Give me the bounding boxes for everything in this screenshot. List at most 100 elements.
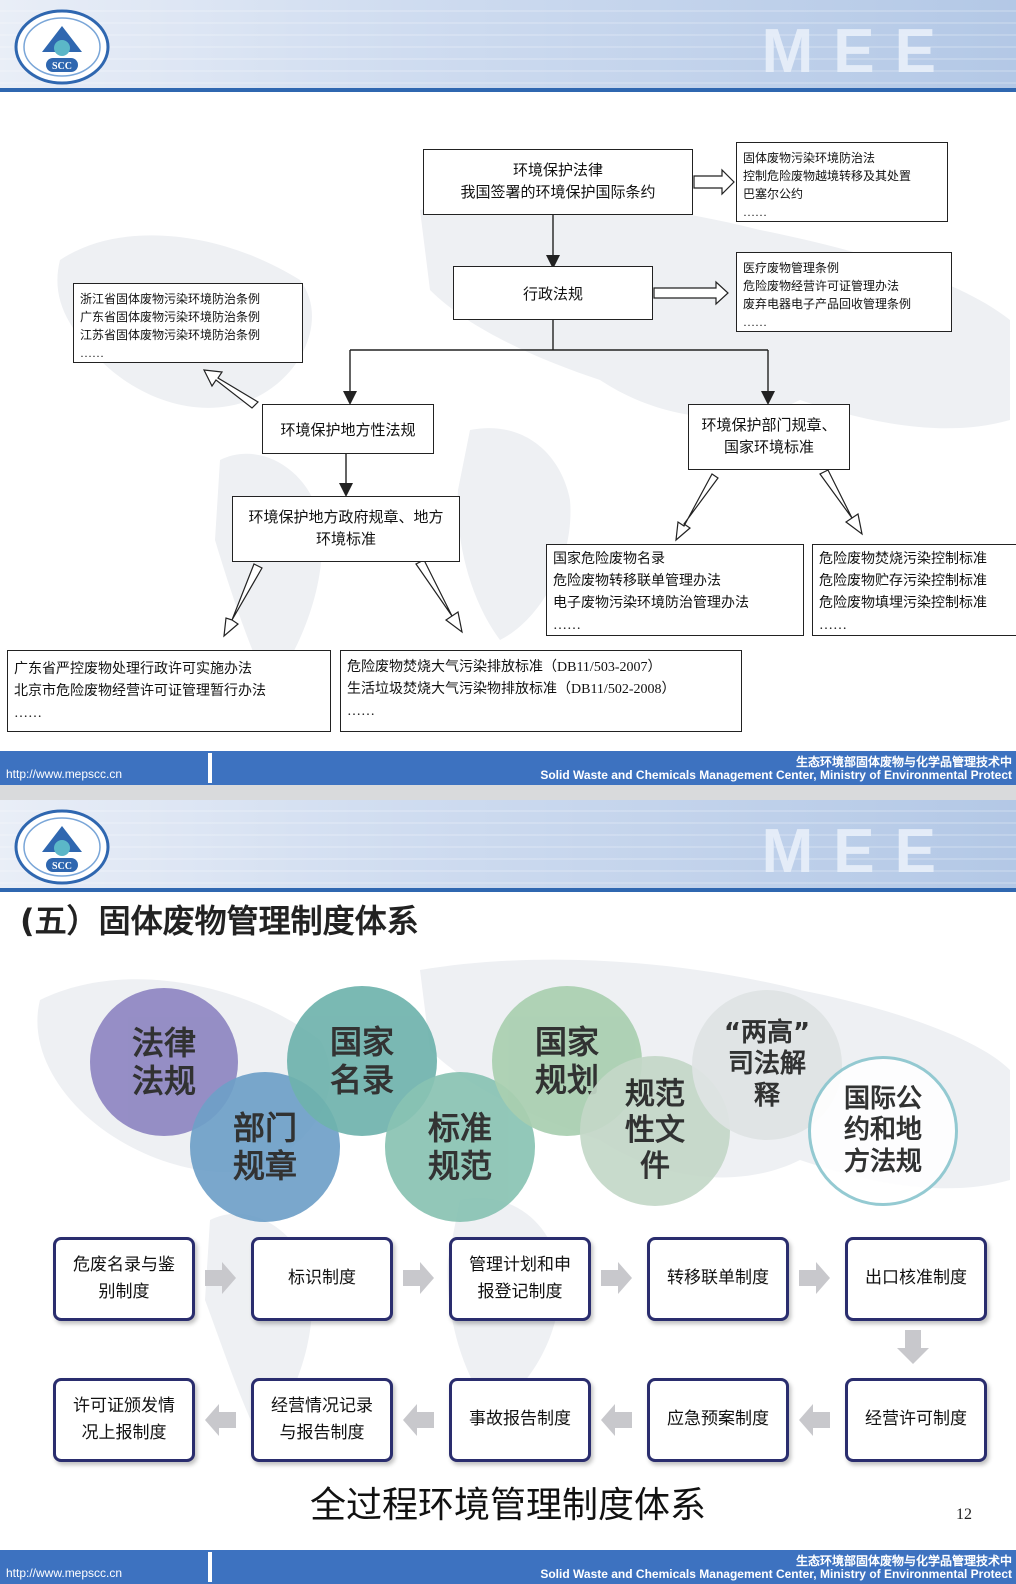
footer-org-en: Solid Waste and Chemicals Management Cen… bbox=[540, 768, 1012, 782]
box-line: …… bbox=[553, 618, 581, 633]
step-permit-reporting: 许可证颁发情 况上报制度 bbox=[53, 1378, 195, 1462]
page-number: 12 bbox=[956, 1506, 972, 1523]
local-standards-examples-box: 危险废物焚烧大气污染排放标准（DB11/503-2007） 生活垃圾焚烧大气污染… bbox=[340, 650, 742, 732]
box-line: 广东省固体废物污染环境防治条例 bbox=[80, 310, 261, 324]
box-line: 浙江省固体废物污染环境防治条例 bbox=[80, 292, 261, 306]
box-line: 控制危险废物越境转移及其处置 bbox=[743, 169, 912, 183]
logo-text: SCC bbox=[52, 861, 72, 872]
step-operating-license: 经营许可制度 bbox=[845, 1378, 987, 1462]
circle-line: 司法解 bbox=[727, 1049, 806, 1080]
step-line: 出口核准制度 bbox=[865, 1268, 967, 1289]
box-line: …… bbox=[743, 315, 767, 329]
local-government-rules-box: 环境保护地方政府规章、地方 环境标准 bbox=[232, 496, 460, 562]
circle-line: 规范 bbox=[625, 1077, 685, 1112]
step-line: 标识制度 bbox=[288, 1268, 356, 1289]
circle-line: 名录 bbox=[329, 1061, 394, 1099]
admin-examples-box: 医疗废物管理条例 危险废物经营许可证管理办法 废弃电器电子产品回收管理条例 …… bbox=[736, 252, 952, 332]
box-line: 国家环境标准 bbox=[723, 440, 814, 456]
logo-text: SCC bbox=[52, 61, 72, 72]
box-line: 危险废物贮存污染控制标准 bbox=[819, 574, 987, 589]
scc-logo-icon: SCC bbox=[14, 809, 110, 885]
scc-logo-icon: SCC bbox=[14, 9, 110, 85]
box-line: 行政法规 bbox=[522, 286, 583, 303]
box-line: 国家危险废物名录 bbox=[553, 552, 665, 567]
box-line: …… bbox=[743, 205, 767, 219]
step-operation-records: 经营情况记录 与报告制度 bbox=[251, 1378, 393, 1462]
footer-divider bbox=[208, 1552, 212, 1582]
circle-line: “两高” bbox=[723, 1018, 811, 1049]
circle-line: 标准 bbox=[427, 1108, 492, 1147]
step-line: 经营情况记录 bbox=[271, 1395, 373, 1416]
slide-legal-hierarchy: SCC MEE 环境保护法律 我国签署的环境 bbox=[0, 0, 1016, 785]
step-line: 经营许可制度 bbox=[865, 1409, 967, 1430]
header-band bbox=[0, 800, 1016, 892]
circle-judicial-interpretation: “两高” 司法解 释 bbox=[692, 990, 842, 1140]
box-line: 环境标准 bbox=[315, 532, 376, 548]
circle-line: 法规 bbox=[131, 1062, 196, 1100]
box-line: 环境保护地方政府规章、地方 bbox=[248, 510, 444, 526]
box-line: 我国签署的环境保护国际条约 bbox=[460, 185, 656, 201]
circle-line: 性文 bbox=[625, 1113, 685, 1148]
local-regulations-box: 环境保护地方性法规 bbox=[262, 404, 434, 454]
department-rules-examples-box: 国家危险废物名录 危险废物转移联单管理办法 电子废物污染环境防治管理办法 …… bbox=[546, 544, 804, 636]
circle-line: 国家 bbox=[329, 1022, 394, 1061]
environmental-law-box: 环境保护法律 我国签署的环境保护国际条约 bbox=[423, 149, 693, 215]
circle-line: 部门 bbox=[232, 1108, 297, 1147]
step-management-plan-registration: 管理计划和申 报登记制度 bbox=[449, 1237, 591, 1321]
box-line: 废弃电器电子产品回收管理条例 bbox=[743, 297, 912, 311]
step-line: 应急预案制度 bbox=[667, 1409, 769, 1430]
circle-line: 释 bbox=[753, 1080, 780, 1111]
mee-wordmark: MEE bbox=[761, 817, 956, 886]
step-line: 与报告制度 bbox=[279, 1423, 365, 1443]
header-band bbox=[0, 0, 1016, 92]
box-line: 环境保护法律 bbox=[512, 163, 603, 179]
box-line: 巴塞尔公约 bbox=[743, 187, 804, 201]
footer-bar: http://www.mepscc.cn 生态环境部固体废物与化学品管理技术中 … bbox=[0, 751, 1016, 785]
footer-divider bbox=[208, 753, 212, 783]
step-line: 转移联单制度 bbox=[667, 1268, 769, 1289]
box-line: …… bbox=[347, 704, 375, 719]
footer-org-cn: 生态环境部固体废物与化学品管理技术中 bbox=[795, 755, 1012, 769]
box-line: 北京市危险废物经营许可证管理暂行办法 bbox=[14, 684, 266, 699]
footer-org-cn: 生态环境部固体废物与化学品管理技术中 bbox=[795, 1554, 1012, 1568]
flow-connectors bbox=[202, 168, 863, 638]
footer-url[interactable]: http://www.mepscc.cn bbox=[6, 1566, 123, 1580]
box-line: 危险废物焚烧大气污染排放标准（DB11/503-2007） bbox=[347, 660, 662, 675]
circle-normative-documents: 规范 性文 件 bbox=[580, 1056, 730, 1206]
mee-wordmark: MEE bbox=[761, 17, 956, 86]
step-line: 许可证颁发情 bbox=[73, 1395, 175, 1416]
slide-management-system: SCC MEE (五）固体废物管理制度体系 法律 法规 部门 规章 国家 名录 … bbox=[0, 800, 1016, 1584]
step-line: 事故报告制度 bbox=[469, 1409, 571, 1430]
box-line: …… bbox=[14, 706, 42, 721]
step-labeling: 标识制度 bbox=[251, 1237, 393, 1321]
step-line: 况上报制度 bbox=[81, 1423, 167, 1443]
circle-line: 规章 bbox=[232, 1147, 297, 1185]
local-gov-rules-examples-box: 广东省严控废物处理行政许可实施办法 北京市危险废物经营许可证管理暂行办法 …… bbox=[7, 650, 331, 732]
diagram-caption: 全过程环境管理制度体系 bbox=[309, 1485, 706, 1526]
provincial-regulations-box: 浙江省固体废物污染环境防治条例 广东省固体废物污染环境防治条例 江苏省固体废物污… bbox=[73, 283, 303, 363]
step-line: 报登记制度 bbox=[477, 1282, 563, 1302]
circle-line: 规范 bbox=[427, 1147, 492, 1185]
box-line: 生活垃圾焚烧大气污染物排放标准（DB11/502-2008） bbox=[347, 682, 676, 697]
circle-line: 规划 bbox=[534, 1061, 599, 1099]
step-list-and-identification: 危废名录与鉴 别制度 bbox=[53, 1237, 195, 1321]
box-line: 危险废物经营许可证管理办法 bbox=[743, 279, 900, 293]
footer-bar: http://www.mepscc.cn 生态环境部固体废物与化学品管理技术中 … bbox=[0, 1550, 1016, 1584]
national-standards-examples-box: 危险废物焚烧污染控制标准 危险废物贮存污染控制标准 危险废物填埋污染控制标准 …… bbox=[812, 544, 1016, 636]
footer-url[interactable]: http://www.mepscc.cn bbox=[6, 767, 123, 781]
step-transfer-manifest: 转移联单制度 bbox=[647, 1237, 789, 1321]
circle-line: 法律 bbox=[131, 1023, 196, 1062]
box-line: 环境保护部门规章、 bbox=[701, 418, 837, 434]
step-emergency-plan: 应急预案制度 bbox=[647, 1378, 789, 1462]
step-line: 管理计划和申 bbox=[469, 1254, 571, 1275]
circle-line: 件 bbox=[640, 1149, 670, 1184]
step-line: 别制度 bbox=[98, 1282, 150, 1302]
footer-org-en: Solid Waste and Chemicals Management Cen… bbox=[540, 1567, 1012, 1581]
slide-title: (五）固体废物管理制度体系 bbox=[20, 902, 419, 940]
administrative-regulations-box: 行政法规 bbox=[453, 266, 653, 320]
department-rules-box: 环境保护部门规章、 国家环境标准 bbox=[688, 404, 850, 470]
law-examples-box: 固体废物污染环境防治法 控制危险废物越境转移及其处置 巴塞尔公约 …… bbox=[736, 142, 948, 222]
box-line: 医疗废物管理条例 bbox=[743, 261, 840, 275]
box-line: 江苏省固体废物污染环境防治条例 bbox=[80, 328, 261, 342]
box-line: 环境保护地方性法规 bbox=[280, 422, 416, 439]
